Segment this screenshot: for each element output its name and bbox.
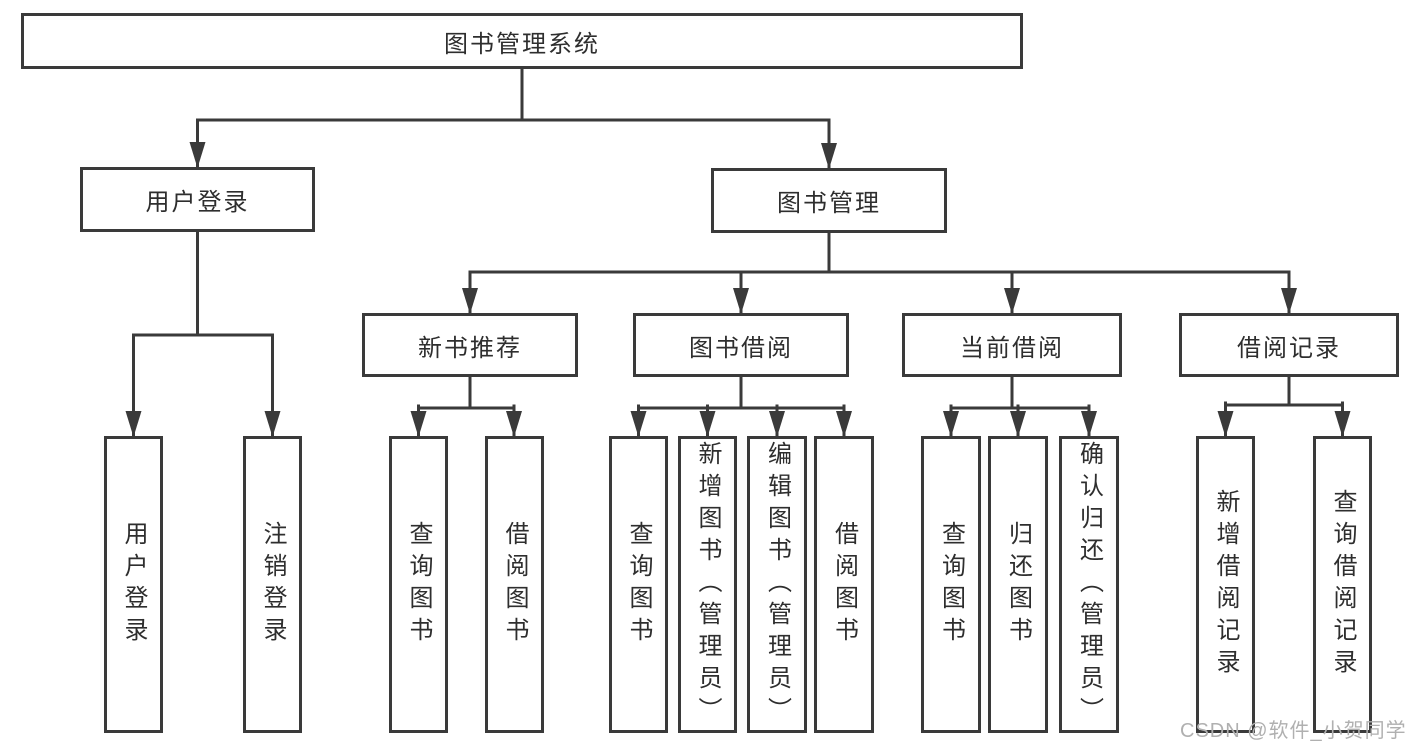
leaf-edit-books-admin: 编辑图书（管理员） <box>747 436 807 733</box>
leaf-confirm-return-admin: 确认归还（管理员） <box>1059 436 1119 733</box>
connector-user-login-children <box>125 230 281 438</box>
connector-new-rec-children <box>410 375 522 438</box>
connector-book-mgmt-children <box>462 231 1297 315</box>
node-current-borrow: 当前借阅 <box>902 313 1122 377</box>
leaf-add-borrow-record: 新增借阅记录 <box>1196 436 1255 733</box>
leaf-borrow-books-recommend: 借阅图书 <box>485 436 544 733</box>
leaf-query-books-recommend: 查询图书 <box>389 436 448 733</box>
leaf-query-borrow-record: 查询借阅记录 <box>1313 436 1372 733</box>
csdn-watermark: CSDN @软件_小贺同学 <box>1180 720 1405 742</box>
leaf-add-books-admin: 新增图书（管理员） <box>678 436 737 733</box>
connector-borrow-records-children <box>1217 375 1351 438</box>
connector-root-to-level2 <box>189 67 837 170</box>
connector-current-borrow-children <box>943 375 1097 438</box>
leaf-user-login: 用户登录 <box>104 436 163 733</box>
leaf-query-books-borrow: 查询图书 <box>609 436 668 733</box>
node-user-login: 用户登录 <box>80 167 315 232</box>
leaf-query-books-current: 查询图书 <box>921 436 981 733</box>
node-borrow-records: 借阅记录 <box>1179 313 1399 377</box>
node-book-management: 图书管理 <box>711 168 947 233</box>
leaf-borrow-books: 借阅图书 <box>814 436 874 733</box>
node-book-borrow: 图书借阅 <box>633 313 849 377</box>
connector-book-borrow-children <box>630 375 852 438</box>
leaf-return-books: 归还图书 <box>988 436 1048 733</box>
node-new-book-recommend: 新书推荐 <box>362 313 578 377</box>
node-library-system: 图书管理系统 <box>21 13 1023 69</box>
leaf-logout: 注销登录 <box>243 436 302 733</box>
